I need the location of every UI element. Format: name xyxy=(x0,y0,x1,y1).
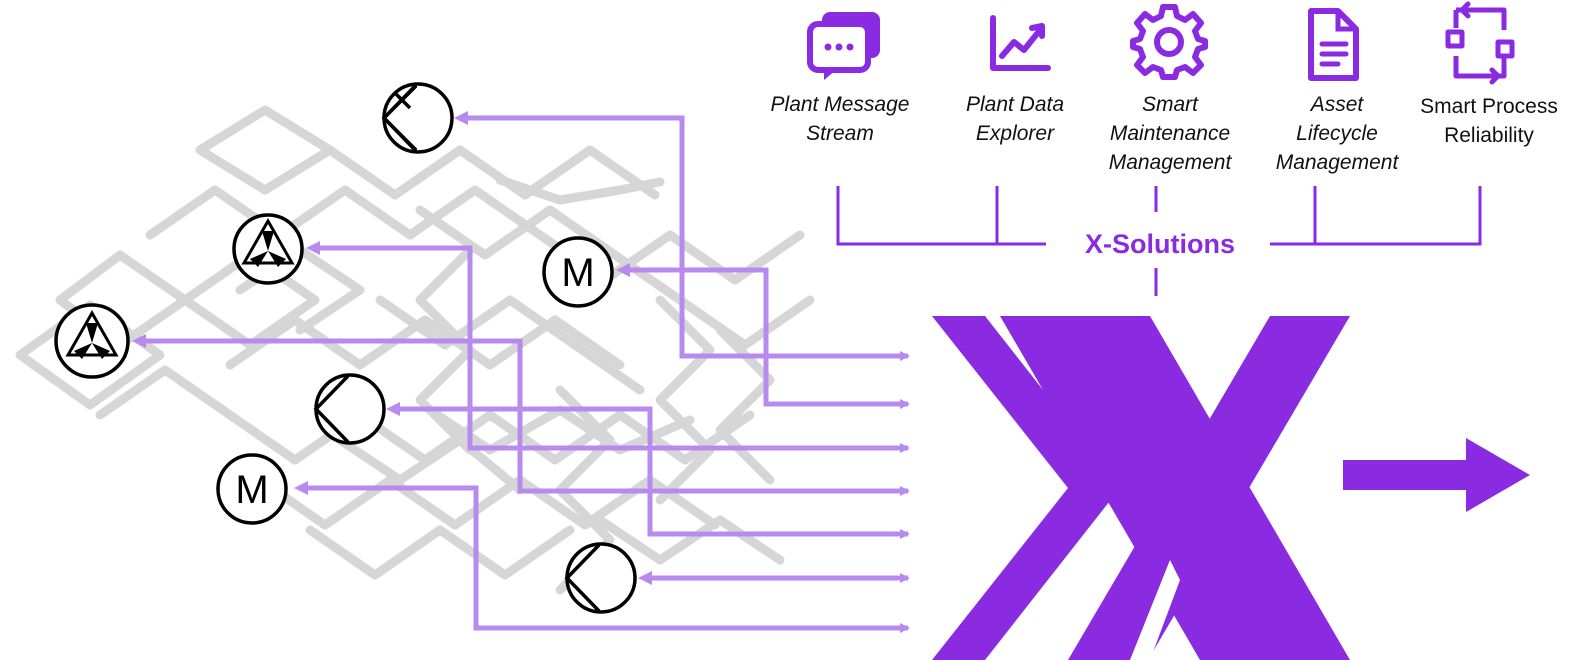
equipment-pump-3 xyxy=(564,542,637,614)
plant-network-background xyxy=(15,105,815,595)
x-solutions-label: X-Solutions xyxy=(1064,227,1256,261)
equipment-pump-1 xyxy=(381,82,454,154)
label-line: Management xyxy=(1108,151,1232,174)
label-line: Stream xyxy=(806,122,874,145)
label-line: Lifecycle xyxy=(1296,122,1378,145)
label-line: Plant Message xyxy=(770,93,910,116)
solution-label-smart-process-reliability: Smart Process Reliability xyxy=(1400,92,1578,150)
signal-lines xyxy=(138,115,910,633)
solution-label-asset-lifecycle-management: Asset Lifecycle Management xyxy=(1258,90,1416,177)
svg-text:M: M xyxy=(561,251,594,295)
svg-text:M: M xyxy=(235,468,268,512)
x-logo xyxy=(932,316,1350,660)
equipment-motor-1: M xyxy=(542,236,614,308)
solution-label-smart-maintenance-management: Smart Maintenance Management xyxy=(1090,90,1250,177)
solution-label-plant-data-explorer: Plant Data Explorer xyxy=(940,90,1090,148)
equipment-arrowheads xyxy=(132,111,652,585)
chart-trend-icon xyxy=(990,15,1051,71)
equipment-motor-2: M xyxy=(216,453,288,525)
label-line: Reliability xyxy=(1444,124,1534,147)
gear-icon xyxy=(1130,4,1208,80)
equipment-fan-2 xyxy=(54,303,130,379)
solution-label-plant-message-stream: Plant Message Stream xyxy=(752,90,928,148)
label-line: Explorer xyxy=(975,122,1055,145)
label-line: Maintenance xyxy=(1109,122,1231,145)
equipment-fan-1 xyxy=(232,213,304,285)
message-stream-icon xyxy=(807,12,880,80)
label-line: Plant Data xyxy=(965,93,1065,116)
document-icon xyxy=(1308,8,1359,81)
process-cycle-icon xyxy=(1445,1,1515,85)
label-line: Smart xyxy=(1141,93,1198,116)
label-line: Management xyxy=(1275,151,1399,174)
output-arrow xyxy=(1343,438,1530,512)
solutions-bracket xyxy=(836,186,1482,296)
label-line: Smart Process xyxy=(1420,95,1558,118)
equipment-pump-2 xyxy=(313,373,386,445)
label-line: Asset xyxy=(1310,93,1364,116)
